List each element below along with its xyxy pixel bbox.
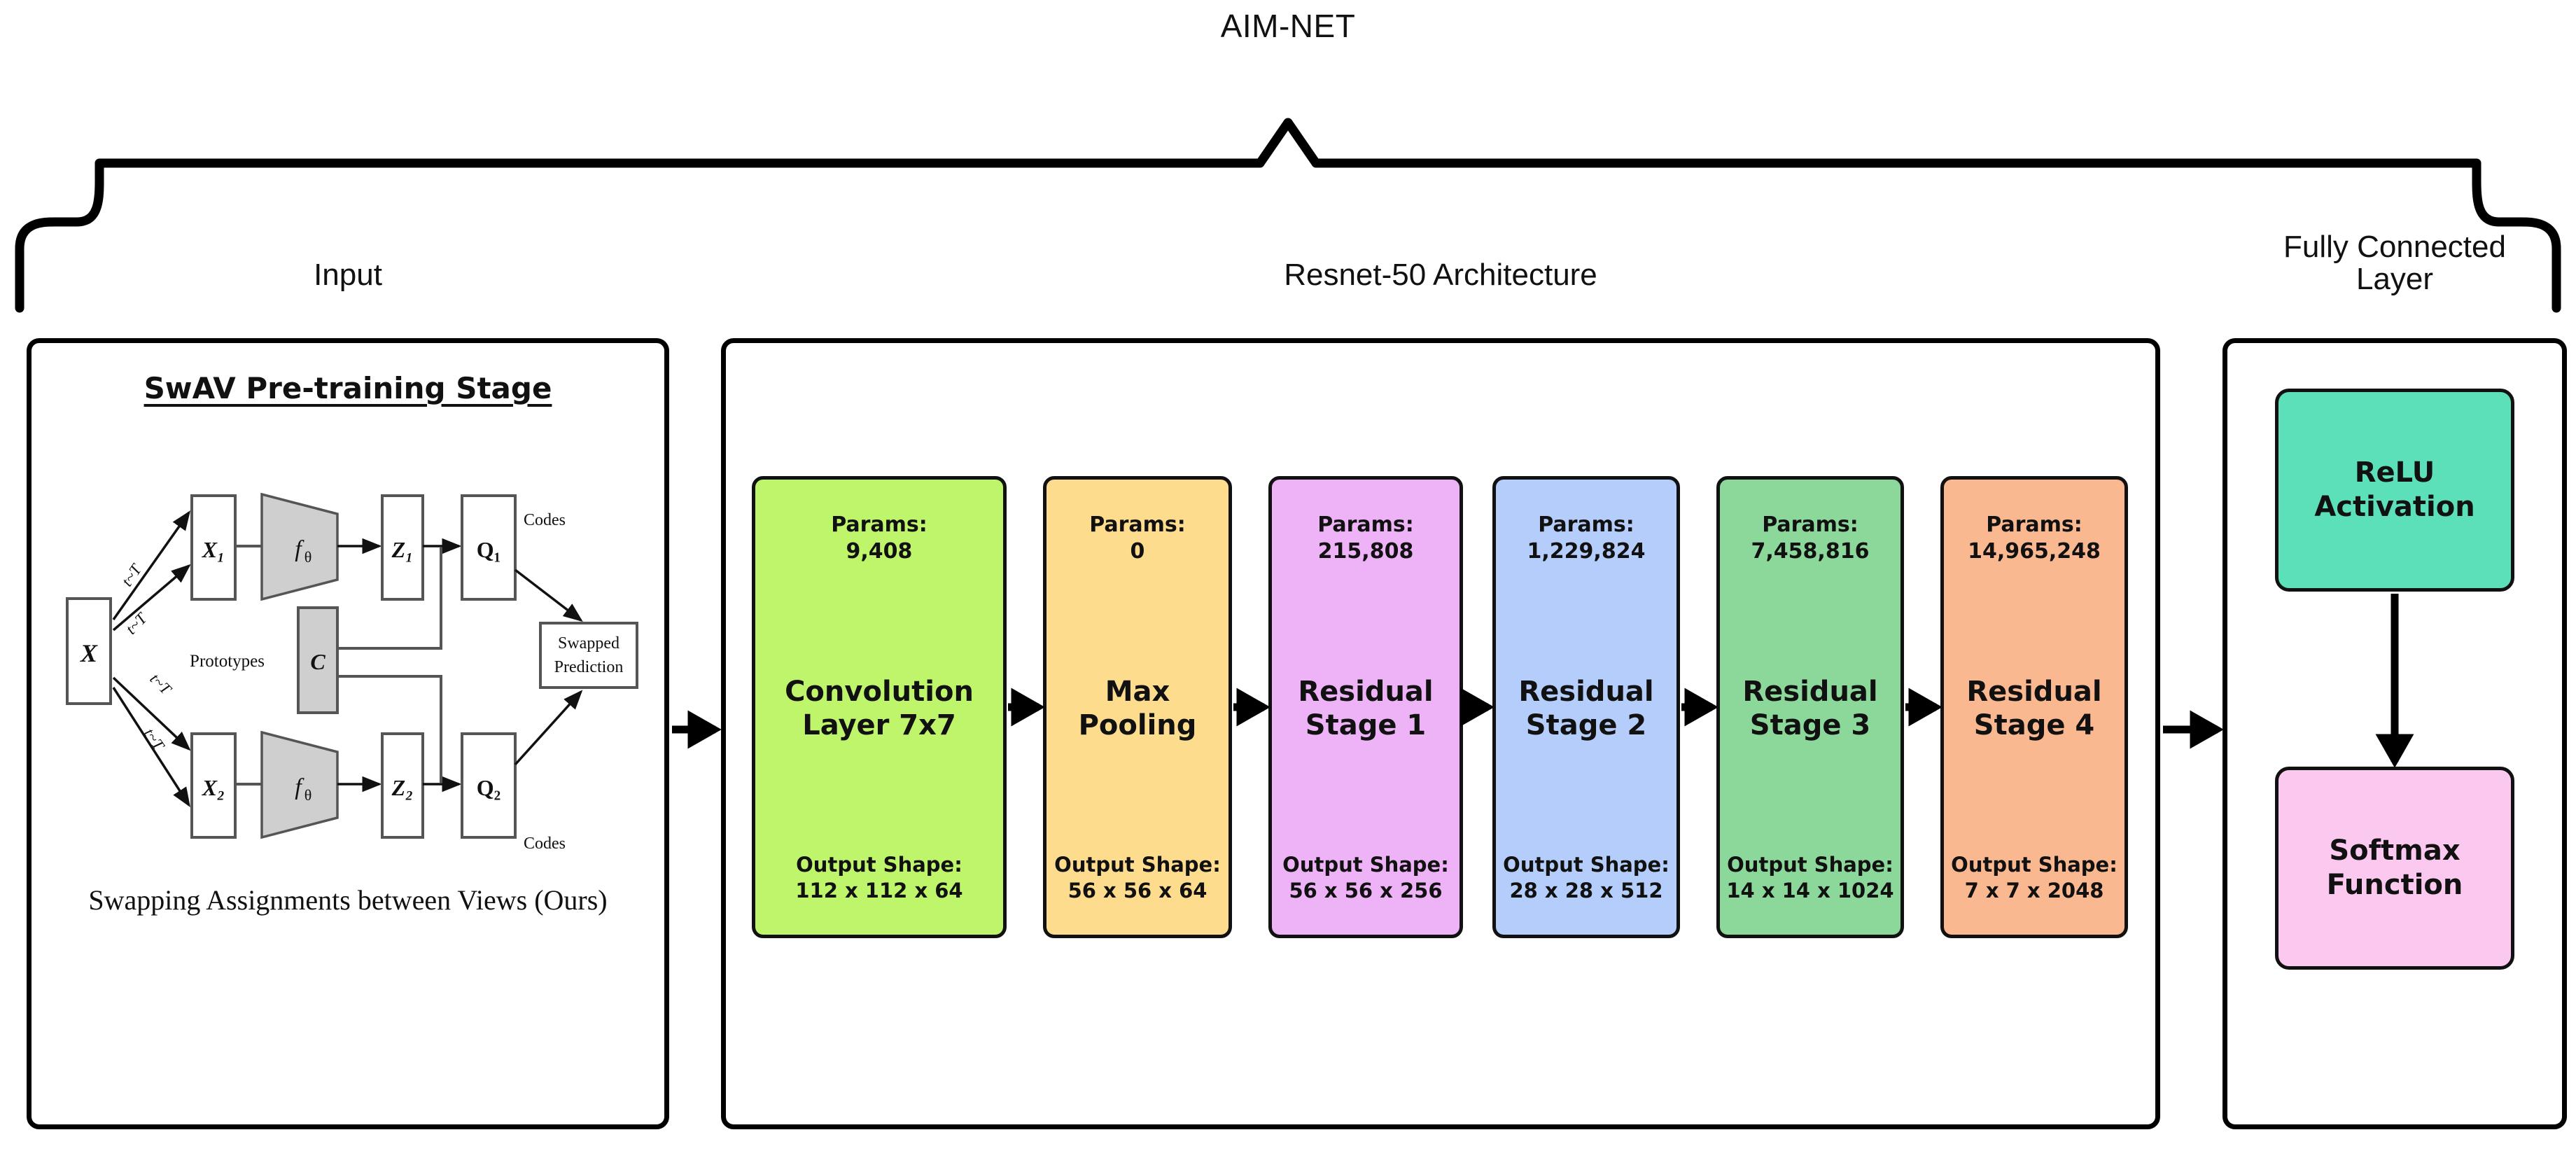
input-panel	[27, 338, 669, 1129]
stage-output-shape: Output Shape: 56 x 56 x 256	[1282, 852, 1449, 902]
aimnet-brace	[15, 118, 2561, 313]
relu-line2: Activation	[2314, 491, 2475, 523]
fc-label-line1: Fully Connected	[2283, 230, 2506, 264]
page-title: AIM-NET	[1220, 8, 1356, 44]
svg-text:X: X	[80, 639, 98, 667]
stage-box-residual-4[interactable]: Params: 14,965,248 Residual Stage 4 Outp…	[1940, 476, 2128, 938]
stage-name: Residual Stage 4	[1966, 676, 2102, 742]
swav-stage-title: SwAV Pre-training Stage	[144, 371, 552, 405]
relu-activation-box[interactable]: ReLU Activation	[2275, 389, 2514, 592]
stage-params: Params: 14,965,248	[1968, 512, 2101, 564]
svg-text:C: C	[310, 649, 326, 674]
svg-text:θ: θ	[304, 548, 312, 566]
svg-text:Z₂: Z₂	[391, 775, 414, 800]
relu-line1: ReLU	[2354, 456, 2435, 489]
stage-name: Residual Stage 1	[1298, 676, 1434, 742]
swav-caption: Swapping Assignments between Views (Ours…	[88, 884, 608, 916]
section-label-fully-connected: Fully Connected Layer	[2222, 230, 2567, 297]
section-label-input: Input	[314, 258, 382, 292]
svg-text:X₂: X₂	[202, 775, 225, 800]
stage-name: Residual Stage 3	[1742, 676, 1878, 742]
stage-output-shape: Output Shape: 56 x 56 x 64	[1054, 852, 1221, 902]
svg-text:Z₁: Z₁	[391, 537, 414, 562]
svg-text:Codes: Codes	[524, 835, 566, 853]
softmax-line1: Softmax	[2329, 835, 2460, 867]
svg-text:t~T: t~T	[122, 608, 151, 638]
stage-name: Residual Stage 2	[1518, 676, 1654, 742]
svg-text:t~T: t~T	[146, 670, 176, 699]
swav-figure: X t~T t~T t~T t~T X₁ f θ Z₁ Q₁ Codes X₂	[66, 492, 638, 853]
section-label-resnet: Resnet-50 Architecture	[1284, 258, 1597, 292]
softmax-line2: Function	[2326, 869, 2463, 901]
stage-name: Convolution Layer 7x7	[785, 676, 974, 742]
stage-name: Max Pooling	[1078, 676, 1197, 742]
stage-box-convolution[interactable]: Params: 9,408 Convolution Layer 7x7 Outp…	[752, 476, 1007, 938]
stage-output-shape: Output Shape: 7 x 7 x 2048	[1951, 852, 2118, 902]
svg-text:Prediction: Prediction	[554, 658, 624, 676]
softmax-function-box[interactable]: Softmax Function	[2275, 767, 2514, 970]
stage-box-max-pooling[interactable]: Params: 0 Max Pooling Output Shape: 56 x…	[1043, 476, 1232, 938]
svg-text:Q₁: Q₁	[477, 537, 500, 562]
fc-label-line2: Layer	[2356, 262, 2434, 297]
svg-text:Q₂: Q₂	[477, 775, 500, 800]
stage-params: Params: 9,408	[831, 512, 927, 564]
stage-params: Params: 7,458,816	[1751, 512, 1870, 564]
svg-text:θ: θ	[304, 786, 312, 804]
svg-text:Codes: Codes	[524, 511, 566, 529]
stage-params: Params: 0	[1089, 512, 1186, 564]
svg-text:Prototypes: Prototypes	[190, 652, 265, 671]
stage-output-shape: Output Shape: 14 x 14 x 1024	[1726, 852, 1894, 902]
svg-text:t~T: t~T	[141, 725, 169, 755]
stage-params: Params: 215,808	[1317, 512, 1414, 564]
svg-text:t~T: t~T	[118, 560, 146, 590]
stage-output-shape: Output Shape: 28 x 28 x 512	[1503, 852, 1670, 902]
stage-params: Params: 1,229,824	[1527, 512, 1646, 564]
stage-box-residual-2[interactable]: Params: 1,229,824 Residual Stage 2 Outpu…	[1492, 476, 1680, 938]
svg-text:X₁: X₁	[202, 537, 225, 562]
stage-box-residual-3[interactable]: Params: 7,458,816 Residual Stage 3 Outpu…	[1716, 476, 1904, 938]
stage-box-residual-1[interactable]: Params: 215,808 Residual Stage 1 Output …	[1268, 476, 1463, 938]
svg-text:Swapped: Swapped	[558, 634, 620, 653]
stage-output-shape: Output Shape: 112 x 112 x 64	[795, 852, 963, 902]
